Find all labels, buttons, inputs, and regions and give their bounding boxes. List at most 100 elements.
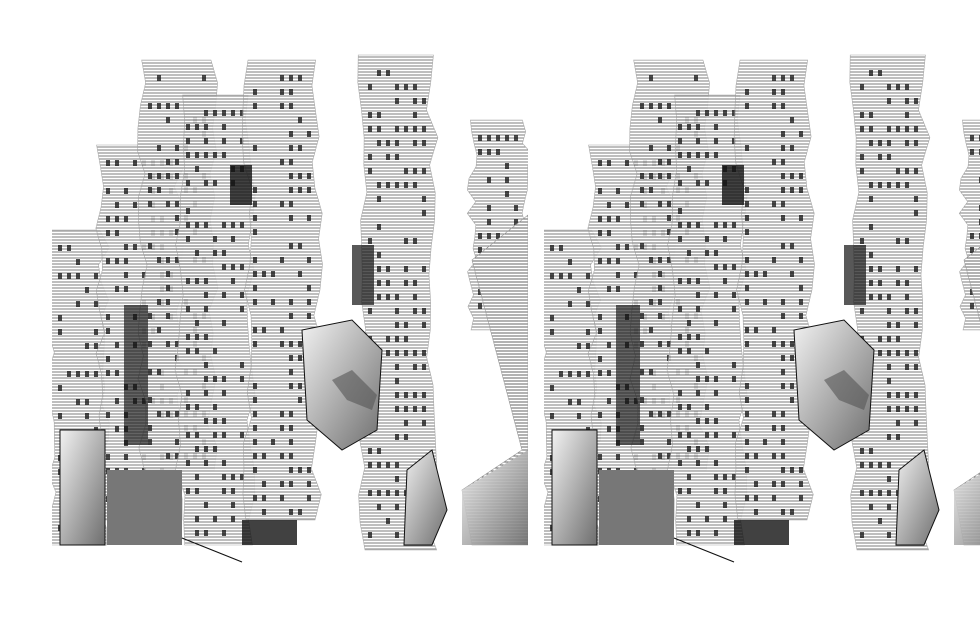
window-mark: [772, 103, 776, 109]
torn-strip: [241, 59, 323, 521]
window-mark: [186, 278, 190, 284]
window-mark: [732, 110, 736, 116]
window-mark: [598, 216, 602, 222]
window-mark: [745, 467, 749, 473]
window-mark: [640, 439, 644, 445]
window-mark: [678, 334, 682, 340]
window-mark: [195, 488, 199, 494]
window-mark: [667, 103, 671, 109]
window-mark: [732, 474, 736, 480]
window-mark: [253, 271, 257, 277]
window-mark: [368, 462, 372, 468]
window-mark: [186, 404, 190, 410]
window-mark: [377, 280, 381, 286]
window-mark: [386, 294, 390, 300]
window-mark: [496, 149, 500, 155]
window-mark: [754, 453, 758, 459]
window-mark: [289, 131, 293, 137]
window-mark: [124, 244, 128, 250]
window-mark: [781, 425, 785, 431]
window-mark: [413, 168, 417, 174]
window-mark: [298, 509, 302, 515]
window-mark: [262, 327, 266, 333]
window-mark: [887, 84, 891, 90]
window-mark: [781, 453, 785, 459]
window-mark: [896, 182, 900, 188]
window-mark: [577, 413, 581, 419]
window-mark: [649, 75, 653, 81]
window-mark: [166, 313, 170, 319]
window-mark: [714, 292, 718, 298]
window-mark: [696, 334, 700, 340]
window-mark: [887, 308, 891, 314]
window-mark: [222, 250, 226, 256]
window-mark: [745, 145, 749, 151]
window-mark: [186, 180, 190, 186]
window-mark: [616, 454, 620, 460]
window-mark: [253, 285, 257, 291]
window-mark: [640, 369, 644, 375]
window-mark: [607, 160, 611, 166]
window-mark: [289, 383, 293, 389]
window-mark: [658, 411, 662, 417]
window-mark: [115, 342, 119, 348]
window-mark: [262, 453, 266, 459]
window-mark: [714, 460, 718, 466]
window-mark: [616, 244, 620, 250]
window-mark: [799, 173, 803, 179]
window-mark: [271, 271, 275, 277]
window-mark: [76, 371, 80, 377]
window-mark: [204, 152, 208, 158]
window-mark: [705, 432, 709, 438]
window-mark: [195, 474, 199, 480]
window-mark: [142, 272, 146, 278]
window-mark: [280, 89, 284, 95]
window-mark: [404, 420, 408, 426]
window-mark: [598, 258, 602, 264]
window-mark: [678, 460, 682, 466]
window-mark: [667, 215, 671, 221]
window-mark: [58, 245, 62, 251]
window-mark: [298, 467, 302, 473]
window-mark: [67, 273, 71, 279]
window-mark: [368, 84, 372, 90]
window-mark: [186, 138, 190, 144]
window-mark: [124, 454, 128, 460]
window-mark: [157, 327, 161, 333]
window-mark: [289, 453, 293, 459]
window-mark: [887, 406, 891, 412]
window-mark: [658, 341, 662, 347]
window-mark: [298, 355, 302, 361]
shaded-wedge: [954, 474, 980, 545]
window-mark: [175, 411, 179, 417]
window-mark: [781, 89, 785, 95]
window-mark: [195, 166, 199, 172]
window-mark: [377, 126, 381, 132]
window-mark: [640, 173, 644, 179]
window-mark: [649, 173, 653, 179]
window-mark: [386, 336, 390, 342]
window-mark: [559, 371, 563, 377]
window-mark: [598, 370, 602, 376]
window-mark: [395, 378, 399, 384]
window-mark: [878, 154, 882, 160]
window-mark: [781, 201, 785, 207]
window-mark: [714, 222, 718, 228]
window-mark: [204, 446, 208, 452]
window-mark: [640, 187, 644, 193]
window-mark: [745, 201, 749, 207]
window-mark: [204, 418, 208, 424]
window-mark: [175, 159, 179, 165]
window-mark: [905, 84, 909, 90]
window-mark: [696, 292, 700, 298]
window-mark: [289, 481, 293, 487]
window-mark: [799, 313, 803, 319]
window-mark: [514, 205, 518, 211]
window-mark: [687, 320, 691, 326]
window-mark: [607, 202, 611, 208]
window-mark: [368, 448, 372, 454]
window-mark: [860, 490, 864, 496]
window-mark: [745, 341, 749, 347]
window-mark: [413, 364, 417, 370]
window-mark: [213, 404, 217, 410]
